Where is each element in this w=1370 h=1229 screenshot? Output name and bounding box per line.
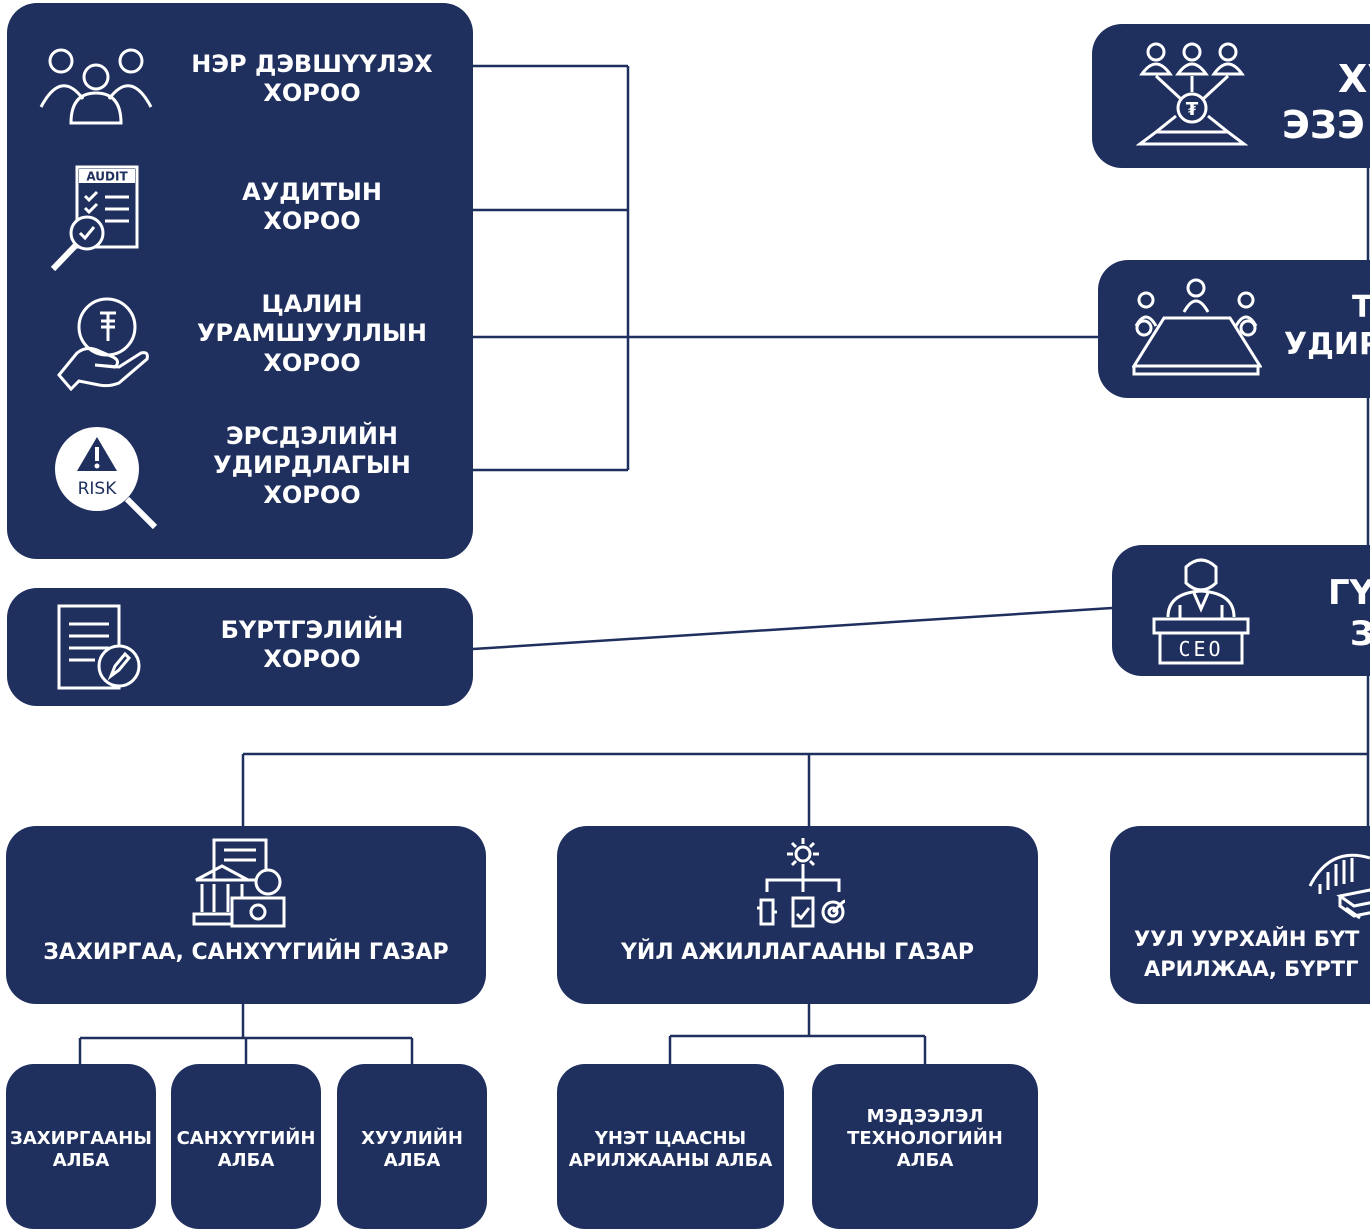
admin-finance-department-box: ЗАХИРГАА, САНХҮҮГИЙН ГАЗАР <box>6 826 486 1004</box>
operations-label: ҮЙЛ АЖИЛЛАГААНЫ ГАЗАР <box>621 940 974 965</box>
audit-icon-text: AUDIT <box>86 170 128 184</box>
shareholders-icon: ₮ <box>1136 42 1248 146</box>
risk-icon-text: RISK <box>78 479 118 499</box>
gold-bars-icon <box>1308 853 1370 920</box>
ceo-icon: CEO <box>1152 558 1250 665</box>
shareholders-meeting-box: ₮ ХУЭЗЭ <box>1092 24 1370 168</box>
admin-finance-label: ЗАХИРГАА, САНХҮҮГИЙН ГАЗАР <box>43 940 449 965</box>
risk-magnifier-icon: RISK <box>55 427 158 530</box>
shareholders-label: ХУЭЗЭ <box>1282 57 1370 148</box>
connector <box>472 606 1113 651</box>
boardroom-icon <box>1132 278 1262 376</box>
audit-icon: AUDIT <box>50 165 139 272</box>
bank-finance-icon <box>192 838 286 928</box>
ceo-icon-text: CEO <box>1178 637 1223 661</box>
operations-gear-icon <box>757 838 845 928</box>
operations-department-box: ҮЙЛ АЖИЛЛАГААНЫ ГАЗАР <box>557 826 1038 1004</box>
tugrik-symbol: ₮ <box>1186 99 1199 120</box>
people-icon <box>39 48 153 125</box>
hand-coin-icon <box>57 297 149 391</box>
document-pen-icon <box>57 604 141 690</box>
